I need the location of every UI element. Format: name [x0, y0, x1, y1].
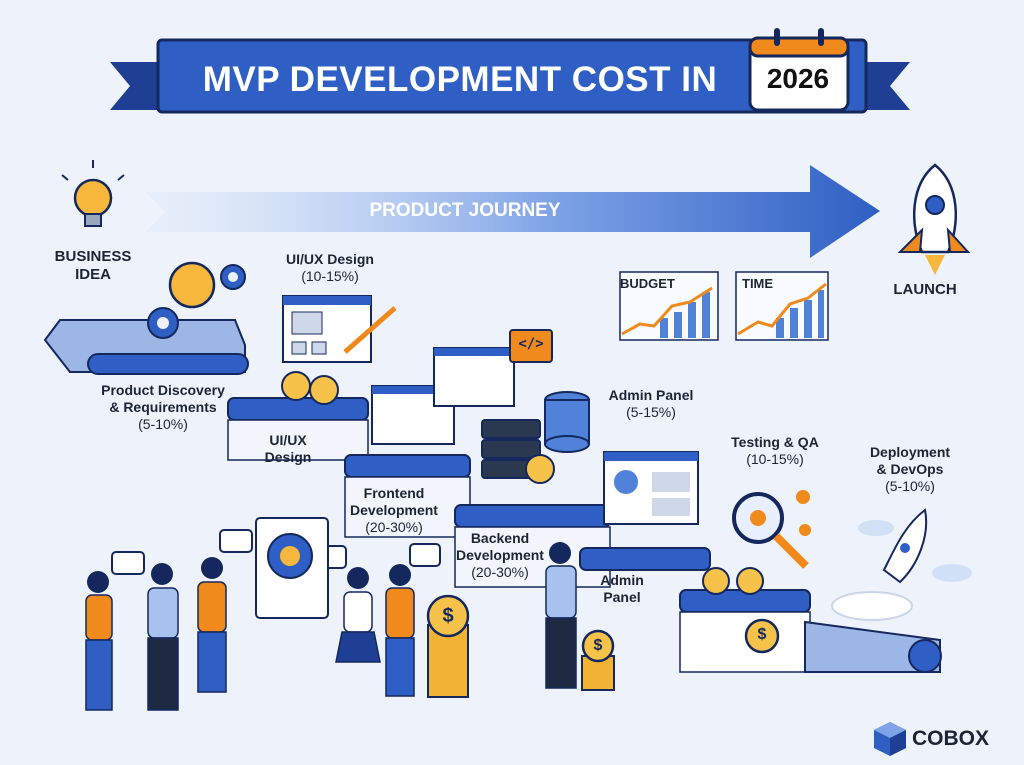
- admin-step-label: Admin Panel: [590, 572, 654, 606]
- launch-label: LAUNCH: [893, 281, 957, 298]
- dollar-coin-test-icon: $: [757, 626, 767, 643]
- admin-phase-pct: (5-15%): [626, 403, 676, 420]
- rocket-icon: [897, 163, 971, 275]
- team-people: [85, 542, 577, 711]
- time-chart-icon: [735, 271, 829, 341]
- dollar-coin-small-icon: $: [593, 637, 603, 654]
- calendar-icon: [748, 28, 850, 112]
- title-ribbon: [110, 38, 910, 114]
- budget-label: BUDGET: [620, 276, 675, 291]
- uiux-phase-name: UI/UX Design: [286, 251, 374, 267]
- design-window-icon: [282, 295, 397, 363]
- uiux-phase-pct: (10-15%): [301, 267, 359, 284]
- admin-phase-name: Admin Panel: [608, 387, 694, 403]
- page-title: MVP DEVELOPMENT COST IN: [202, 60, 718, 99]
- coin-stack-icon: [281, 371, 780, 698]
- uiux-step-line1: UI/UX: [269, 432, 307, 448]
- dashboard-icon: [603, 451, 699, 525]
- discovery-line2: & Requirements: [109, 398, 217, 415]
- testing-phase-label: Testing & QA (10-15%): [720, 434, 830, 468]
- time-label: TIME: [742, 276, 774, 291]
- lightbulb-icon: [61, 160, 125, 227]
- backend-line1: Backend: [470, 530, 530, 546]
- budget-chart-icon: [619, 271, 719, 341]
- admin-phase-label: Admin Panel (5-15%): [596, 387, 706, 421]
- frontend-line2: Development: [350, 501, 438, 518]
- backend-pct: (20-30%): [471, 563, 529, 580]
- discovery-line1: Product Discovery: [101, 382, 225, 398]
- frontend-pct: (20-30%): [365, 518, 423, 535]
- deploy-line2: & DevOps: [876, 460, 944, 477]
- server-icon: [481, 391, 590, 479]
- discovery-phase-label: Product Discovery & Requirements (5-10%): [78, 382, 248, 432]
- journey-label: PRODUCT JOURNEY: [369, 200, 561, 221]
- uiux-phase-label: UI/UX Design (10-15%): [270, 251, 390, 285]
- magnifier-bug-icon: [732, 490, 811, 569]
- uiux-step-line2: Design: [264, 448, 312, 465]
- brand-name: COBOX: [912, 727, 990, 750]
- uiux-step-label: UI/UX Design: [248, 432, 328, 466]
- code-icon: </>: [518, 336, 544, 352]
- discovery-pct: (5-10%): [138, 415, 188, 432]
- deploy-pct: (5-10%): [885, 477, 935, 494]
- dollar-coin-icon: $: [442, 605, 454, 627]
- backend-phase-label: Backend Development (20-30%): [440, 530, 560, 580]
- year-badge: 2026: [766, 63, 830, 94]
- idea-board-icon: [255, 517, 329, 619]
- frontend-phase-label: Frontend Development (20-30%): [334, 485, 454, 535]
- testing-phase-pct: (10-15%): [746, 450, 804, 467]
- business-idea-label: BUSINESS IDEA: [38, 248, 148, 284]
- deploy-phase-label: Deployment & DevOps (5-10%): [855, 444, 965, 494]
- testing-phase-name: Testing & QA: [731, 434, 819, 450]
- gear-icon: [147, 261, 246, 339]
- deploy-rocket-icon: [831, 508, 972, 621]
- cobox-logo-icon: [874, 722, 906, 756]
- business-idea-line2: IDEA: [75, 266, 111, 283]
- backend-line2: Development: [456, 546, 544, 563]
- admin-step-line1: Admin: [600, 572, 644, 588]
- code-window-icon: [371, 329, 553, 445]
- conveyor-staircase: [43, 319, 942, 673]
- admin-step-line2: Panel: [603, 588, 641, 605]
- frontend-line1: Frontend: [363, 485, 425, 501]
- deploy-line1: Deployment: [869, 444, 951, 460]
- journey-arrow: [145, 165, 880, 258]
- business-idea-line1: BUSINESS: [54, 248, 132, 265]
